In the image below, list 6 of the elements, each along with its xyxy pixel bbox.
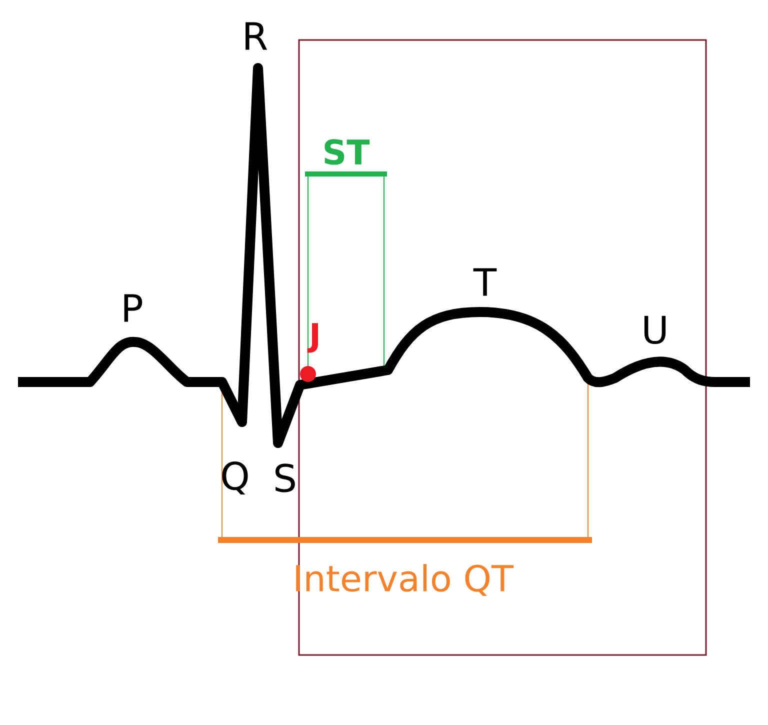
wave-label: S: [276, 464, 295, 492]
wave-label: T: [473, 268, 497, 296]
wave-label: R: [246, 22, 268, 50]
wave-label: U: [644, 316, 666, 344]
segment-label: ST: [324, 139, 370, 165]
wave-label: P: [124, 294, 142, 322]
